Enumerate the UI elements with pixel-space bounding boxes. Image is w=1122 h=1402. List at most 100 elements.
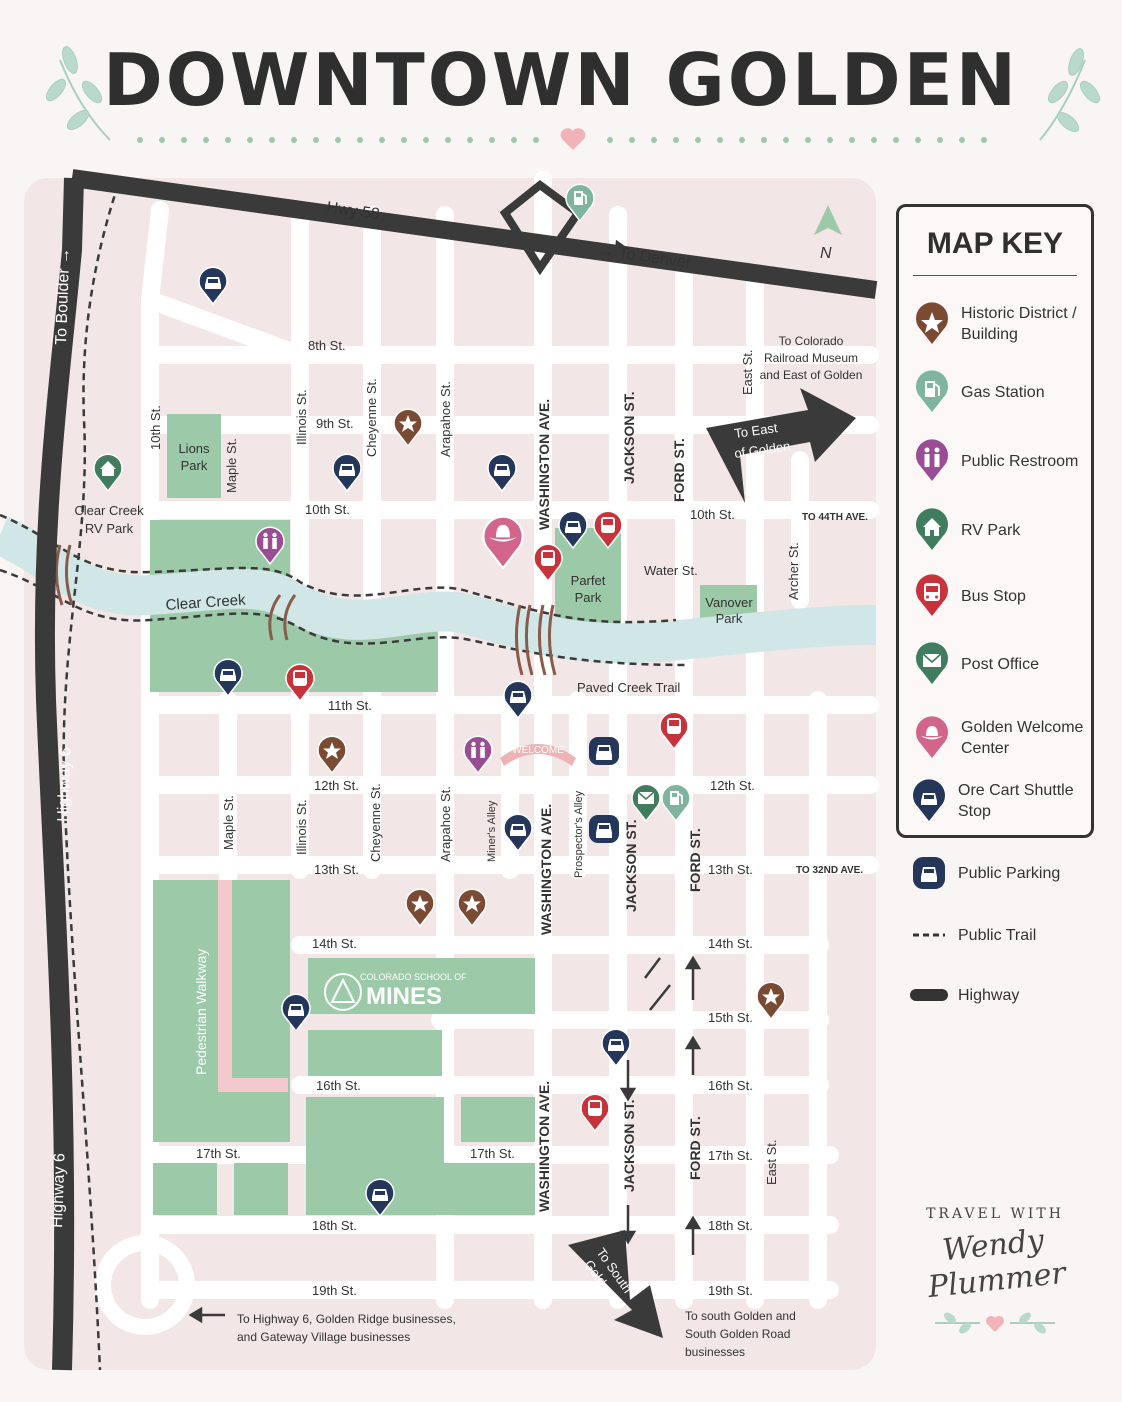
street-label-19th-east: 19th St. [708,1283,753,1298]
bus-pin-13 [659,711,689,751]
shuttle-pin-24 [281,993,311,1033]
street-label-ford-mid: FORD ST. [687,828,703,892]
map-pins [93,183,786,1218]
street-label-washington-top: WASHINGTON AVE. [536,399,552,530]
railroad-museum-line-3: and East of Golden [760,368,863,382]
key-label-historic: Historic District / Building [961,305,1077,343]
brand-leaf-heart-icon [935,1312,1055,1334]
highway-6 [34,177,84,1371]
to-south-text-line-1: To south Golden and [685,1309,796,1323]
dashed-line-icon [913,933,945,937]
map-key: MAP KEY Historic District / Building Gas… [896,204,1094,838]
map-key-title: MAP KEY [926,227,1064,260]
railroad-museum-line-1: To Colorado [779,334,844,348]
pedestrian-walkway-label: Pedestrian Walkway [193,949,209,1075]
street-label-prospectors-alley: Prospector's Alley [573,790,585,878]
parking-car-icon [913,857,945,889]
heart-icon [560,128,586,150]
street-label-10th-vertical: 10th St. [148,405,163,450]
to-south-text-line-3: businesses [685,1345,745,1359]
key-item-post: Post Office [913,639,1093,689]
street-label-12th-west: 12th St. [314,778,359,793]
bus-pin-14 [580,1093,610,1133]
street-label-9th: 9th St. [316,416,354,431]
mines-big-label: MINES [366,983,442,1010]
pedestrian-walkway-path [218,880,232,1092]
street-label-jackson-bottom: JACKSON ST. [621,1099,637,1192]
bridges [55,544,557,676]
key-item-bus: Bus Stop [913,571,1093,621]
to-highway6-line-1: To Highway 6, Golden Ridge businesses, [237,1312,456,1326]
key-label-post: Post Office [961,655,1039,673]
street-label-cheyenne-bottom: Cheyenne St. [368,783,383,862]
key-label-bus: Bus Stop [961,587,1026,605]
street-label-ford-top: FORD ST. [671,438,687,502]
solid-line-icon [910,989,948,1001]
highway6-label-top: Highway 6 [55,747,75,822]
street-label-washington-mid: WASHINGTON AVE. [538,804,554,935]
key-item-welcome: Golden Welcome Center [913,713,1093,763]
street-label-east-top: East St. [740,349,755,395]
street-label-jackson-mid: JACKSON ST. [623,819,639,912]
bus-pin-11 [533,543,563,583]
street-label-16th-west: 16th St. [316,1078,361,1093]
key-label-gas: Gas Station [961,383,1045,401]
bus-pin-10 [593,510,623,550]
to-44th-label: TO 44TH AVE. [802,512,868,523]
leaf-left-icon [45,46,111,141]
street-label-14th-west: 14th St. [312,936,357,951]
historic-pin-0 [393,408,423,448]
street-label-13th-east: 13th St. [708,862,753,877]
mines-small-label: COLORADO SCHOOL OF [360,972,467,982]
lions-park-line-2: Park [181,458,208,473]
paved-creek-trail-label: Paved Creek Trail [577,680,680,695]
key-item-highway: Highway [910,970,1090,1020]
street-label-jackson-top: JACKSON ST. [621,391,637,484]
page-title: DOWNTOWN GOLDEN [102,38,1020,122]
place-labels: Lions Park Parfet Park Vanover Park Clea… [74,441,753,695]
restroom-pin-7 [255,526,285,566]
key-item-rv: RV Park [913,505,1093,555]
gas-pin-5 [565,183,595,223]
street-label-illinois-bottom: Illinois St. [294,799,309,855]
shuttle-car-icon [913,779,945,821]
lions-park-line-1: Lions [178,441,210,456]
to-east-line-1: To East [733,420,778,441]
parfet-park-line-2: Park [575,590,602,605]
rv-pin-9 [93,453,123,493]
street-label-14th-east: 14th St. [708,936,753,951]
street-label-maple-top: Maple St. [224,438,239,493]
to-highway6-line-2: and Gateway Village businesses [237,1330,410,1344]
street-label-15th: 15th St. [708,1010,753,1025]
street-label-8th: 8th St. [308,338,346,353]
to-east-arrow [706,388,856,503]
street-label-washington-bottom: WASHINGTON AVE. [536,1081,552,1212]
to-south-text-line-2: South Golden Road [685,1327,790,1341]
street-label-east-bottom: East St. [764,1139,779,1185]
restroom-icon [916,439,948,481]
welcome-arch [500,744,576,766]
historic-pin-1 [317,735,347,775]
shuttle-pin-23 [503,813,533,853]
shuttle-pin-17 [198,266,228,306]
street-labels: 8th St. 9th St. 10th St. 10th St. 11th S… [148,338,801,1298]
street-label-17th-east: 17th St. [708,1148,753,1163]
historic-pin-2 [405,888,435,928]
historic-pin-4 [756,981,786,1021]
bus-icon [916,574,948,616]
roundabout [95,1235,195,1335]
restroom-pin-8 [463,735,493,775]
street-label-cheyenne-top: Cheyenne St. [364,378,379,457]
street-label-17th-a: 17th St. [196,1146,241,1161]
hwy-58 [70,169,878,299]
public-trail-west [62,184,120,1371]
map-key-divider [913,275,1077,276]
gas-pin-6 [661,783,691,823]
street-label-18th-west: 18th St. [312,1218,357,1233]
key-label-rv: RV Park [961,521,1021,539]
street-label-11th: 11th St. [328,698,372,713]
vanover-park-line-2: Park [716,611,743,626]
historic-pin-3 [457,888,487,928]
street-label-10th-east: 10th St. [690,507,735,522]
street-label-10th-west: 10th St. [305,502,350,517]
